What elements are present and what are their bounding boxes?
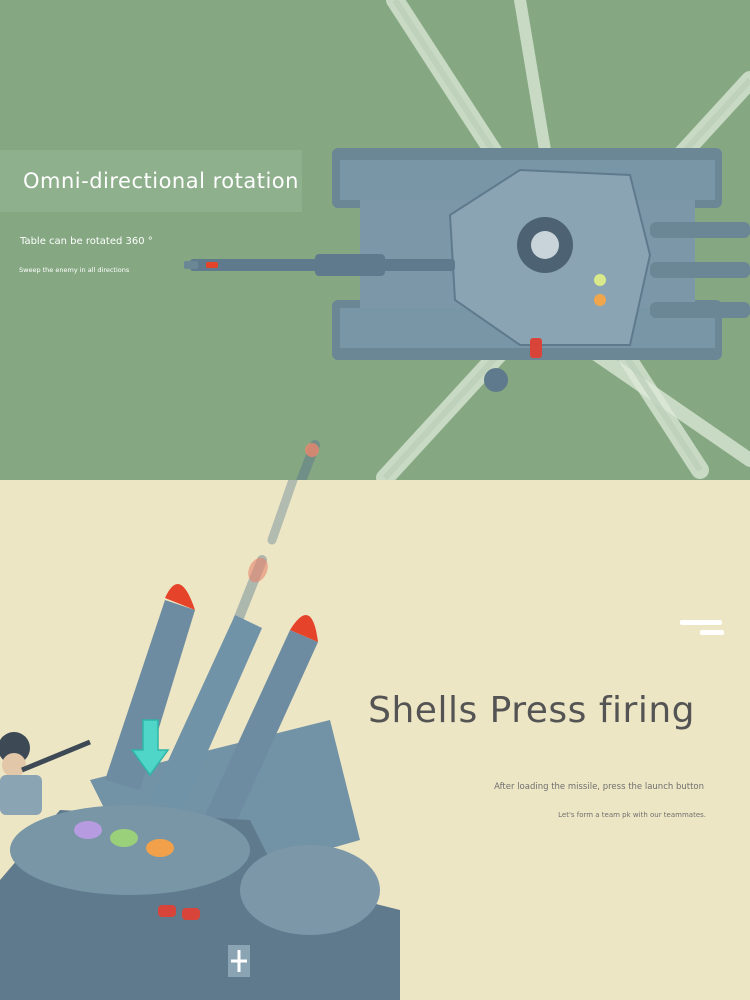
rotation-caption: Sweep the enemy in all directions <box>19 266 130 274</box>
orange-button-icon <box>146 839 174 857</box>
purple-button-icon <box>74 821 102 839</box>
firing-section: Shells Press firing After loading the mi… <box>0 480 750 1000</box>
tank-top-view-illustration <box>184 0 750 480</box>
rotation-title: Omni-directional rotation <box>0 150 302 212</box>
rotation-subtitle: Table can be rotated 360 ° <box>20 236 153 247</box>
decorative-dash <box>680 620 722 625</box>
tank-launcher-illustration <box>0 480 400 1000</box>
green-button-icon <box>110 829 138 847</box>
firing-line1: After loading the missile, press the lau… <box>494 782 704 792</box>
rotation-section: Omni-directional rotation Table can be r… <box>0 0 750 480</box>
down-arrow-icon <box>130 719 170 777</box>
decorative-dash <box>700 630 724 635</box>
firing-title: Shells Press firing <box>368 690 695 731</box>
firing-line2: Let's form a team pk with our teammates. <box>558 811 706 819</box>
